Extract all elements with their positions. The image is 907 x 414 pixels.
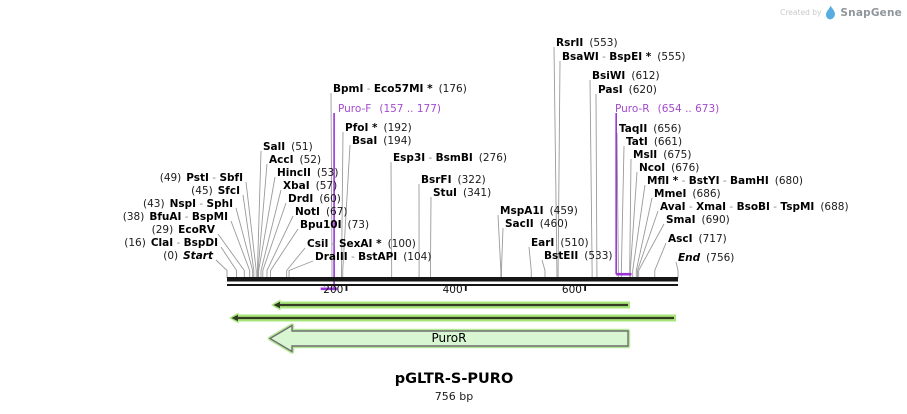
site-label-eari: EarI(510) bbox=[531, 237, 589, 249]
site-label-bfuaibspmi: (38)BfuAI - BspMI bbox=[122, 211, 228, 223]
site-label-sfci: (45)SfcI bbox=[191, 185, 240, 197]
site-label-start: (0)Start bbox=[163, 250, 213, 262]
site-label-hincii: HincII(53) bbox=[277, 167, 339, 179]
site-label-noti: NotI(67) bbox=[295, 206, 348, 218]
site-label-tati: TatI(661) bbox=[626, 136, 683, 148]
title-block: pGLTR-S-PURO 756 bp bbox=[304, 371, 604, 403]
site-label-pstisbfi: (49)PstI - SbfI bbox=[159, 172, 243, 184]
site-label-esp3ibsmbi: Esp3I - BsmBI(276) bbox=[393, 152, 507, 164]
site-label-stui: StuI(341) bbox=[433, 187, 492, 199]
site-label-bpu10i: Bpu10I(73) bbox=[300, 219, 370, 231]
snapgene-watermark: Created by SnapGene bbox=[780, 5, 902, 20]
ruler-tick-label-400: 400 bbox=[442, 284, 463, 296]
ruler-tick-label-200: 200 bbox=[323, 284, 344, 296]
site-label-draiiibstapi: DraIII - BstAPI(104) bbox=[315, 251, 432, 263]
site-label-acci: AccI(52) bbox=[269, 154, 322, 166]
site-label-taqii: TaqII(656) bbox=[619, 123, 682, 135]
site-label-msli: MslI(675) bbox=[633, 149, 692, 161]
ruler-tick-label-600: 600 bbox=[561, 284, 582, 296]
site-label-avaixmaibsobitspmi: AvaI - XmaI - BsoBI - TspMI(688) bbox=[660, 201, 849, 213]
site-label-bsiwi: BsiWI(612) bbox=[592, 70, 660, 82]
site-label-nspisphi: (43)NspI - SphI bbox=[143, 198, 233, 210]
site-label-mflibstyibamhi: MflI * - BstYI - BamHI(680) bbox=[647, 175, 803, 187]
site-label-bpmieco57mi: BpmI - Eco57MI *(176) bbox=[333, 83, 467, 95]
site-label-ecorv: (29)EcoRV bbox=[151, 224, 215, 236]
site-label-bsteii: BstEII(533) bbox=[544, 250, 613, 262]
site-label-sacii: SacII(460) bbox=[505, 218, 568, 230]
site-label-smai: SmaI(690) bbox=[666, 214, 730, 226]
primer-label-puro-f: Puro-F(157 .. 177) bbox=[338, 103, 441, 115]
plasmid-title: pGLTR-S-PURO bbox=[394, 371, 514, 387]
site-label-pasi: PasI(620) bbox=[598, 84, 657, 96]
snapgene-flame-icon bbox=[826, 5, 836, 20]
site-label-rsrii: RsrII(553) bbox=[556, 37, 618, 49]
snapgene-brand-text: SnapGene bbox=[840, 6, 902, 19]
primer-label-puro-r: Puro-R(654 .. 673) bbox=[615, 103, 720, 115]
site-label-pfoi: PfoI *(192) bbox=[345, 122, 412, 134]
site-label-bsai: BsaI(194) bbox=[352, 135, 412, 147]
site-label-bsawibspei: BsaWI - BspEI *(555) bbox=[562, 51, 686, 63]
site-label-bsrfi: BsrFI(322) bbox=[421, 174, 486, 186]
site-label-claibspdi: (16)ClaI - BspDI bbox=[124, 237, 218, 249]
site-label-csiisexai: CsiI - SexAI *(100) bbox=[307, 238, 416, 250]
site-label-sali: SalI(51) bbox=[263, 141, 313, 153]
site-label-end: End(756) bbox=[678, 252, 735, 264]
site-label-mmei: MmeI(686) bbox=[654, 188, 721, 200]
site-label-mspa1i: MspA1I(459) bbox=[500, 205, 578, 217]
plasmid-length: 756 bp bbox=[434, 390, 474, 403]
site-label-xbai: XbaI(57) bbox=[283, 180, 338, 192]
created-by-text: Created by bbox=[780, 8, 822, 17]
site-label-ncoi: NcoI(676) bbox=[639, 162, 700, 174]
site-label-asci: AscI(717) bbox=[668, 233, 727, 245]
feature-label-puror: PuroR bbox=[431, 331, 467, 345]
site-label-drdi: DrdI(60) bbox=[288, 193, 341, 205]
